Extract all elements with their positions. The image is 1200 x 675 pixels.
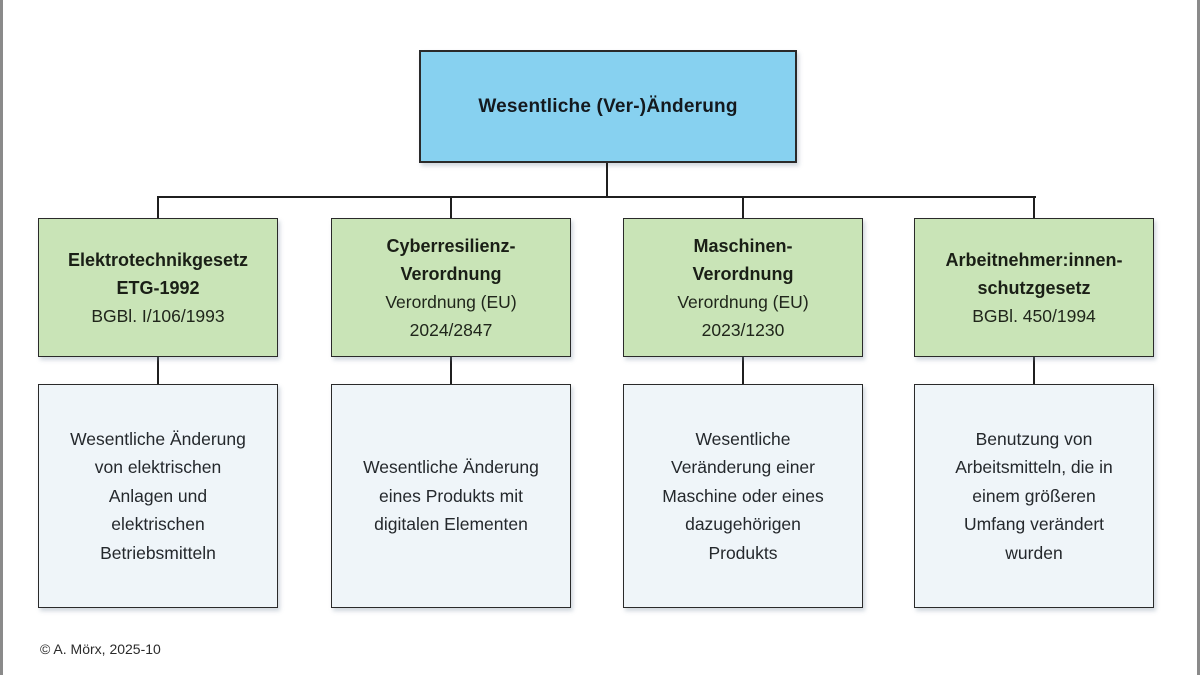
detail-text: Wesentliche Änderung eines Produkts mit … xyxy=(363,457,539,535)
branch-node-elektrotechnikgesetz: Elektrotechnikgesetz ETG-1992 BGBl. I/10… xyxy=(38,218,278,357)
branch-heading: Elektrotechnikgesetz ETG-1992 xyxy=(67,249,249,298)
root-node-label: Wesentliche (Ver-)Änderung xyxy=(478,95,738,117)
connector-branch-2-detail xyxy=(450,357,452,384)
left-edge-line xyxy=(0,0,3,675)
branch-subheading: Verordnung (EU) 2023/1230 xyxy=(677,291,809,340)
root-node: Wesentliche (Ver-)Änderung xyxy=(419,50,797,163)
branch-heading: Maschinen- Verordnung xyxy=(692,235,794,284)
branch-node-cyberresilienz-verordnung: Cyberresilienz- Verordnung Verordnung (E… xyxy=(331,218,571,357)
connector-root-vertical xyxy=(606,163,608,197)
connector-drop-branch-2 xyxy=(450,197,452,218)
detail-node-arbeitnehmerinnenschutzgesetz: Benutzung von Arbeitsmitteln, die in ein… xyxy=(914,384,1154,608)
branch-node-arbeitnehmerinnenschutzgesetz: Arbeitnehmer:innen- schutzgesetz BGBl. 4… xyxy=(914,218,1154,357)
branch-heading: Arbeitnehmer:innen- schutzgesetz xyxy=(945,249,1123,298)
branch-subheading: Verordnung (EU) 2024/2847 xyxy=(385,291,517,340)
connector-branch-1-detail xyxy=(157,357,159,384)
detail-node-maschinen-verordnung: Wesentliche Veränderung einer Maschine o… xyxy=(623,384,863,608)
branch-heading: Cyberresilienz- Verordnung xyxy=(386,235,516,284)
connector-drop-branch-1 xyxy=(157,197,159,218)
branch-subheading: BGBl. I/106/1993 xyxy=(91,305,225,326)
detail-node-cyberresilienz-verordnung: Wesentliche Änderung eines Produkts mit … xyxy=(331,384,571,608)
connector-drop-branch-3 xyxy=(742,197,744,218)
connector-drop-branch-4 xyxy=(1033,197,1035,218)
right-edge-line xyxy=(1197,0,1200,675)
detail-node-elektrotechnikgesetz: Wesentliche Änderung von elektrischen An… xyxy=(38,384,278,608)
connector-branch-3-detail xyxy=(742,357,744,384)
branch-node-maschinen-verordnung: Maschinen- Verordnung Verordnung (EU) 20… xyxy=(623,218,863,357)
detail-text: Benutzung von Arbeitsmitteln, die in ein… xyxy=(955,428,1113,563)
detail-text: Wesentliche Änderung von elektrischen An… xyxy=(70,428,246,563)
connector-main-horizontal xyxy=(157,196,1036,198)
connector-branch-4-detail xyxy=(1033,357,1035,384)
detail-text: Wesentliche Veränderung einer Maschine o… xyxy=(662,428,824,563)
copyright-note: © A. Mörx, 2025-10 xyxy=(40,641,161,657)
branch-subheading: BGBl. 450/1994 xyxy=(972,305,1096,326)
